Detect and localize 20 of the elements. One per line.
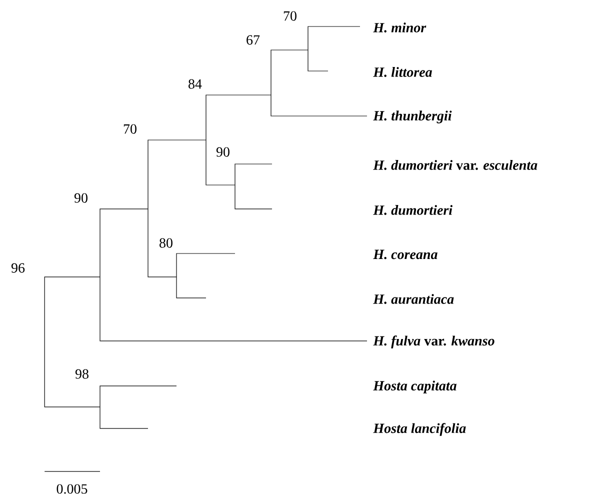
taxon-name: H. aurantiaca [373, 294, 454, 304]
taxon-name: H. minor [373, 22, 426, 32]
bootstrap-value: 98 [75, 369, 88, 379]
bootstrap-value: 96 [11, 263, 25, 273]
bootstrap-value: 90 [74, 193, 88, 203]
taxon-name: Hosta lancifolia [373, 423, 466, 436]
taxon-name: Hosta capitata [373, 380, 456, 394]
taxon-name: H. dumortieri var. esculenta [373, 160, 538, 170]
bootstrap-value: 70 [124, 124, 136, 134]
taxon-name: H. fulva var. kwanso [373, 336, 494, 348]
bootstrap-value: 84 [188, 79, 202, 89]
bootstrap-value: 70 [284, 11, 296, 21]
bootstrap-value: 80 [160, 238, 172, 248]
scale-value: 0.005 [56, 484, 88, 494]
taxon-name: H. littorea [373, 67, 432, 77]
bootstrap-value: 67 [246, 35, 260, 45]
taxon-name: H. thunbergii [373, 110, 452, 124]
bootstrap-value: 90 [216, 147, 230, 157]
taxon-name: H. dumortieri [373, 205, 452, 215]
taxon-name: H. coreana [373, 250, 438, 260]
